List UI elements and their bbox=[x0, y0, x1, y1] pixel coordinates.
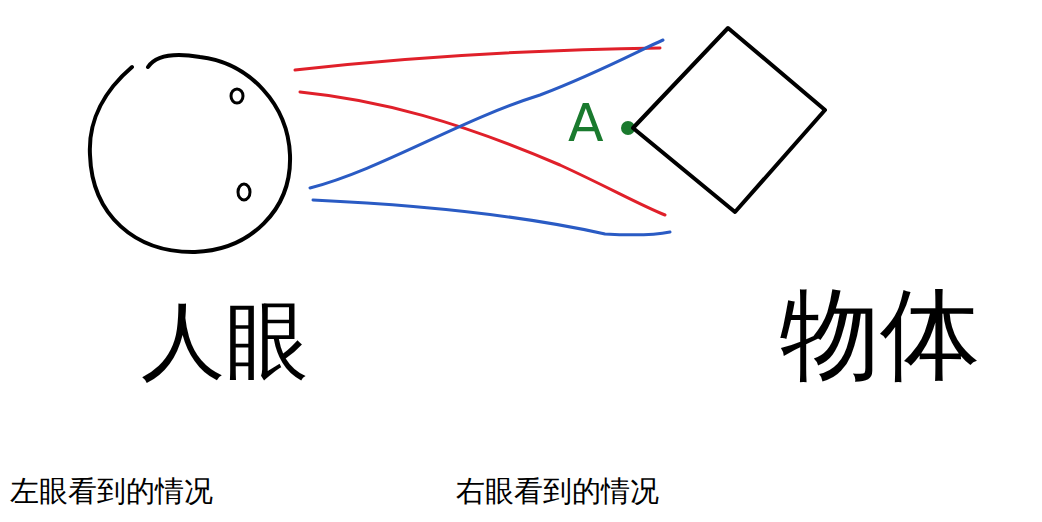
pupil-circle bbox=[238, 184, 250, 200]
red-line bbox=[300, 92, 665, 215]
handwritten-label: 物体 bbox=[780, 280, 980, 390]
blue-line bbox=[310, 40, 663, 188]
pupil-circle bbox=[231, 89, 243, 103]
handwritten-label: 人眼 bbox=[141, 295, 309, 387]
object-node: 物体 bbox=[625, 20, 1035, 420]
blue-line bbox=[313, 200, 670, 235]
eye-node: 人眼 bbox=[80, 45, 310, 405]
caption-left: 左眼看到的情况 bbox=[10, 474, 213, 509]
eye-outline bbox=[90, 55, 290, 252]
object-diamond bbox=[633, 28, 825, 212]
point-label: A bbox=[568, 92, 604, 154]
caption-right: 右眼看到的情况 bbox=[456, 474, 659, 509]
